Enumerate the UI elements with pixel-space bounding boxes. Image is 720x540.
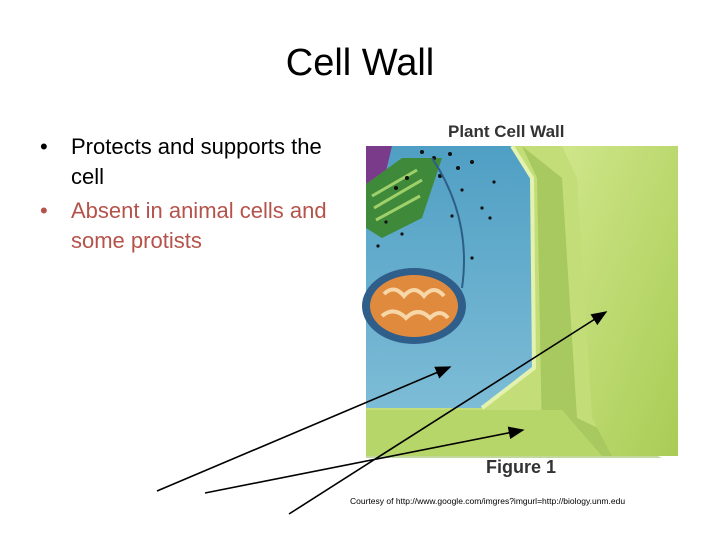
ribosome-dots	[376, 150, 496, 260]
bullet-item: • Absent in animal cells and some protis…	[34, 196, 334, 256]
arrow-line	[288, 311, 608, 515]
slide-title: Cell Wall	[285, 42, 435, 84]
figure-title: Plant Cell Wall	[448, 122, 565, 141]
image-credit: Courtesy of http://www.google.com/imgres…	[350, 496, 626, 506]
bullet-text: Protects and supports the cell	[71, 134, 322, 189]
arrow-line	[156, 366, 452, 492]
bullet-text: Absent in animal cells and some protists	[71, 198, 327, 253]
bullet-dot: •	[40, 198, 48, 223]
figure-caption: Figure 1	[486, 457, 557, 477]
bullet-list: • Protects and supports the cell • Absen…	[34, 132, 334, 260]
bullet-item: • Protects and supports the cell	[34, 132, 334, 192]
arrow-line	[204, 426, 525, 494]
plant-cell-wall-illustration	[362, 144, 678, 458]
bullet-dot: •	[40, 134, 48, 159]
